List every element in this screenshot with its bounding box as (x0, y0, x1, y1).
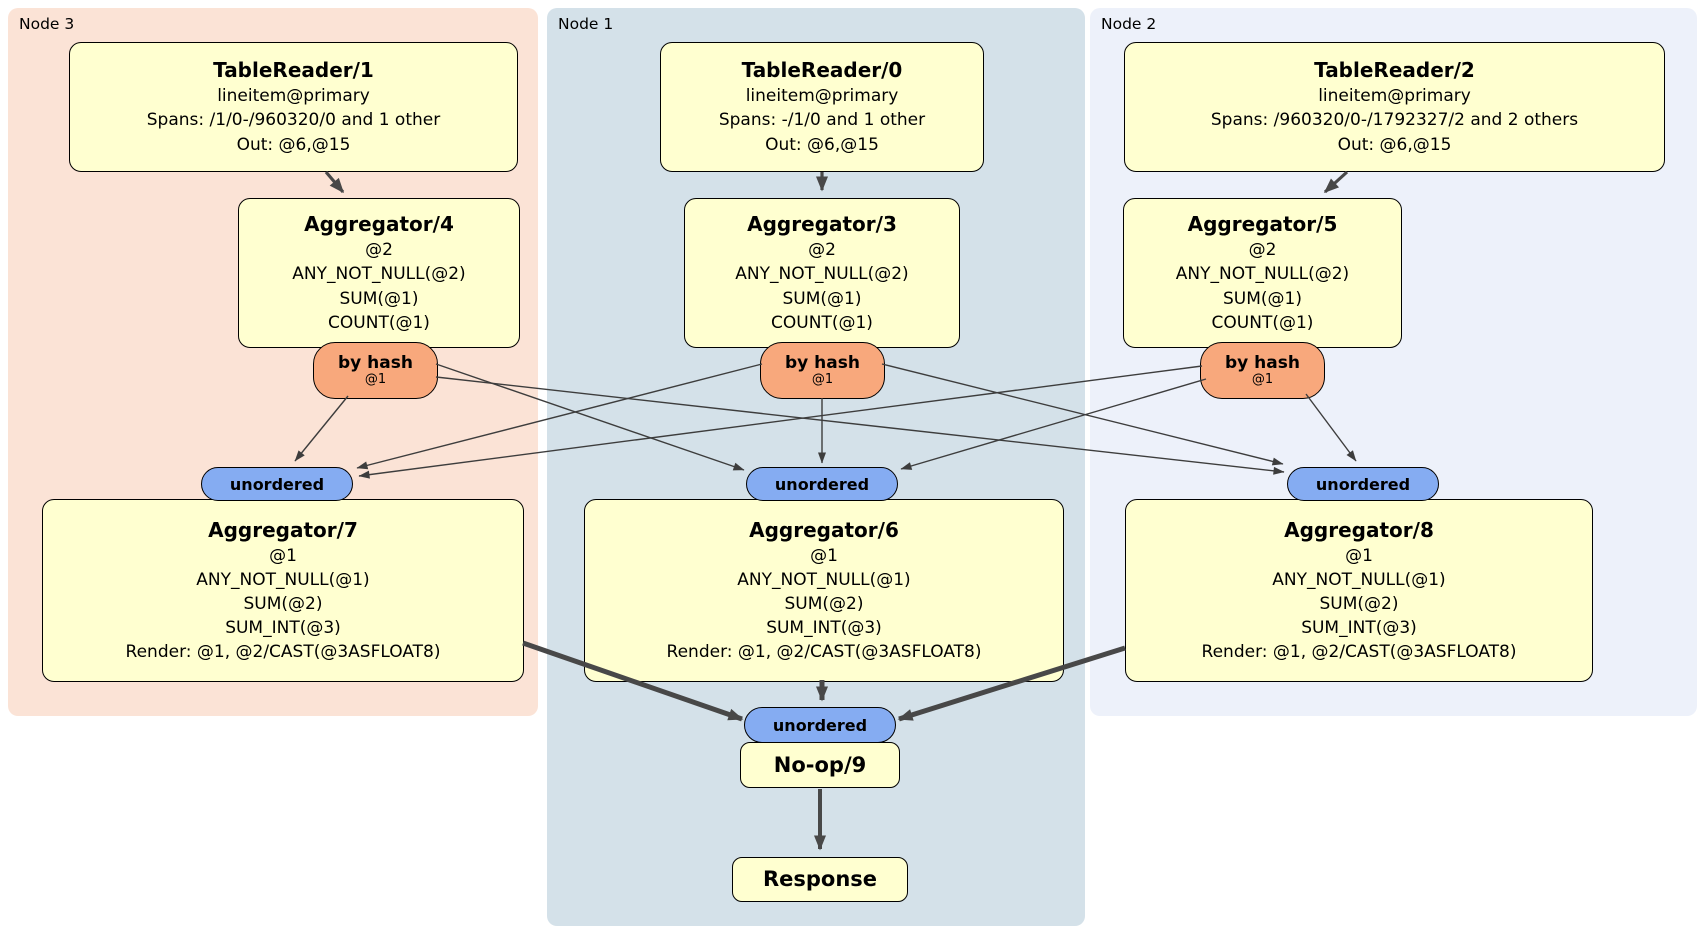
node-title: No-op/9 (773, 752, 867, 777)
node-tablereader-0: TableReader/0 lineitem@primary Spans: -/… (660, 42, 984, 172)
node-detail: ANY_NOT_NULL(@1) (737, 569, 911, 590)
node-aggregator-7: Aggregator/7 @1 ANY_NOT_NULL(@1) SUM(@2)… (42, 499, 524, 682)
node-detail: Out: @6,@15 (236, 134, 351, 155)
router-label: by hash (1225, 352, 1300, 373)
sync-label: unordered (774, 474, 870, 494)
node-tablereader-2: TableReader/2 lineitem@primary Spans: /9… (1124, 42, 1665, 172)
node-detail: lineitem@primary (217, 86, 370, 107)
region-label-node-3: Node 3 (19, 15, 75, 33)
node-title: Response (762, 867, 878, 892)
node-title: Aggregator/4 (304, 212, 454, 237)
node-detail: SUM(@1) (339, 288, 419, 309)
node-detail: Render: @1, @2/CAST(@3ASFLOAT8) (1201, 642, 1517, 663)
node-detail: @1 (810, 545, 838, 566)
node-detail: @2 (365, 240, 393, 261)
router-label: by hash (338, 352, 413, 373)
node-detail: lineitem@primary (745, 86, 899, 107)
node-title: TableReader/1 (213, 58, 374, 83)
sync-unordered-right: unordered (1287, 467, 1439, 501)
node-title: TableReader/0 (741, 58, 903, 83)
node-aggregator-3: Aggregator/3 @2 ANY_NOT_NULL(@2) SUM(@1)… (684, 198, 960, 348)
node-title: Aggregator/7 (208, 517, 358, 542)
node-title: Aggregator/3 (747, 212, 897, 237)
node-tablereader-1: TableReader/1 lineitem@primary Spans: /1… (69, 42, 518, 172)
node-detail: COUNT(@1) (771, 312, 873, 333)
node-aggregator-6: Aggregator/6 @1 ANY_NOT_NULL(@1) SUM(@2)… (584, 499, 1064, 682)
node-response: Response (732, 857, 908, 902)
node-detail: SUM(@2) (1319, 593, 1399, 614)
sync-unordered-middle: unordered (746, 467, 898, 501)
node-detail: Spans: -/1/0 and 1 other (718, 110, 926, 131)
sync-label: unordered (1315, 474, 1411, 494)
sync-unordered-final: unordered (744, 707, 896, 743)
node-detail: @2 (1248, 240, 1277, 261)
node-detail: SUM_INT(@3) (1301, 618, 1417, 639)
node-detail: Render: @1, @2/CAST(@3ASFLOAT8) (125, 642, 441, 663)
node-detail: Render: @1, @2/CAST(@3ASFLOAT8) (666, 642, 982, 663)
sync-label: unordered (772, 715, 868, 735)
node-detail: SUM_INT(@3) (225, 618, 341, 639)
router-by-hash-5: by hash @1 (1200, 342, 1325, 399)
node-detail: SUM(@2) (243, 593, 323, 614)
node-detail: SUM_INT(@3) (766, 618, 882, 639)
node-detail: @2 (808, 240, 836, 261)
node-detail: SUM(@1) (1223, 288, 1302, 309)
node-noop-9: No-op/9 (740, 742, 900, 788)
node-detail: @1 (269, 545, 297, 566)
node-detail: COUNT(@1) (328, 312, 430, 333)
region-label-node-2: Node 2 (1101, 15, 1157, 33)
router-label: by hash (785, 352, 860, 373)
node-detail: ANY_NOT_NULL(@1) (1272, 569, 1446, 590)
sync-label: unordered (229, 474, 325, 494)
node-detail: Spans: /960320/0-/1792327/2 and 2 others (1210, 110, 1579, 131)
node-title: TableReader/2 (1314, 58, 1475, 83)
node-detail: lineitem@primary (1318, 86, 1471, 107)
node-detail: Out: @6,@15 (765, 134, 879, 155)
node-detail: ANY_NOT_NULL(@2) (292, 264, 466, 285)
node-detail: ANY_NOT_NULL(@2) (735, 264, 909, 285)
node-title: Aggregator/8 (1284, 517, 1434, 542)
node-detail: SUM(@2) (784, 593, 864, 614)
router-key: @1 (1251, 372, 1274, 388)
router-key: @1 (811, 372, 834, 388)
router-by-hash-4: by hash @1 (313, 342, 438, 399)
node-detail: Spans: /1/0-/960320/0 and 1 other (146, 110, 441, 131)
node-detail: ANY_NOT_NULL(@2) (1175, 264, 1350, 285)
node-title: Aggregator/6 (749, 517, 899, 542)
node-detail: Out: @6,@15 (1337, 134, 1452, 155)
node-detail: @1 (1345, 545, 1373, 566)
node-title: Aggregator/5 (1187, 212, 1338, 237)
node-detail: ANY_NOT_NULL(@1) (196, 569, 370, 590)
node-aggregator-8: Aggregator/8 @1 ANY_NOT_NULL(@1) SUM(@2)… (1125, 499, 1593, 682)
node-aggregator-5: Aggregator/5 @2 ANY_NOT_NULL(@2) SUM(@1)… (1123, 198, 1402, 348)
router-by-hash-3: by hash @1 (760, 342, 885, 399)
node-detail: SUM(@1) (782, 288, 862, 309)
region-label-node-1: Node 1 (558, 15, 614, 33)
router-key: @1 (364, 372, 387, 388)
sync-unordered-left: unordered (201, 467, 353, 501)
node-detail: COUNT(@1) (1211, 312, 1314, 333)
node-aggregator-4: Aggregator/4 @2 ANY_NOT_NULL(@2) SUM(@1)… (238, 198, 520, 348)
